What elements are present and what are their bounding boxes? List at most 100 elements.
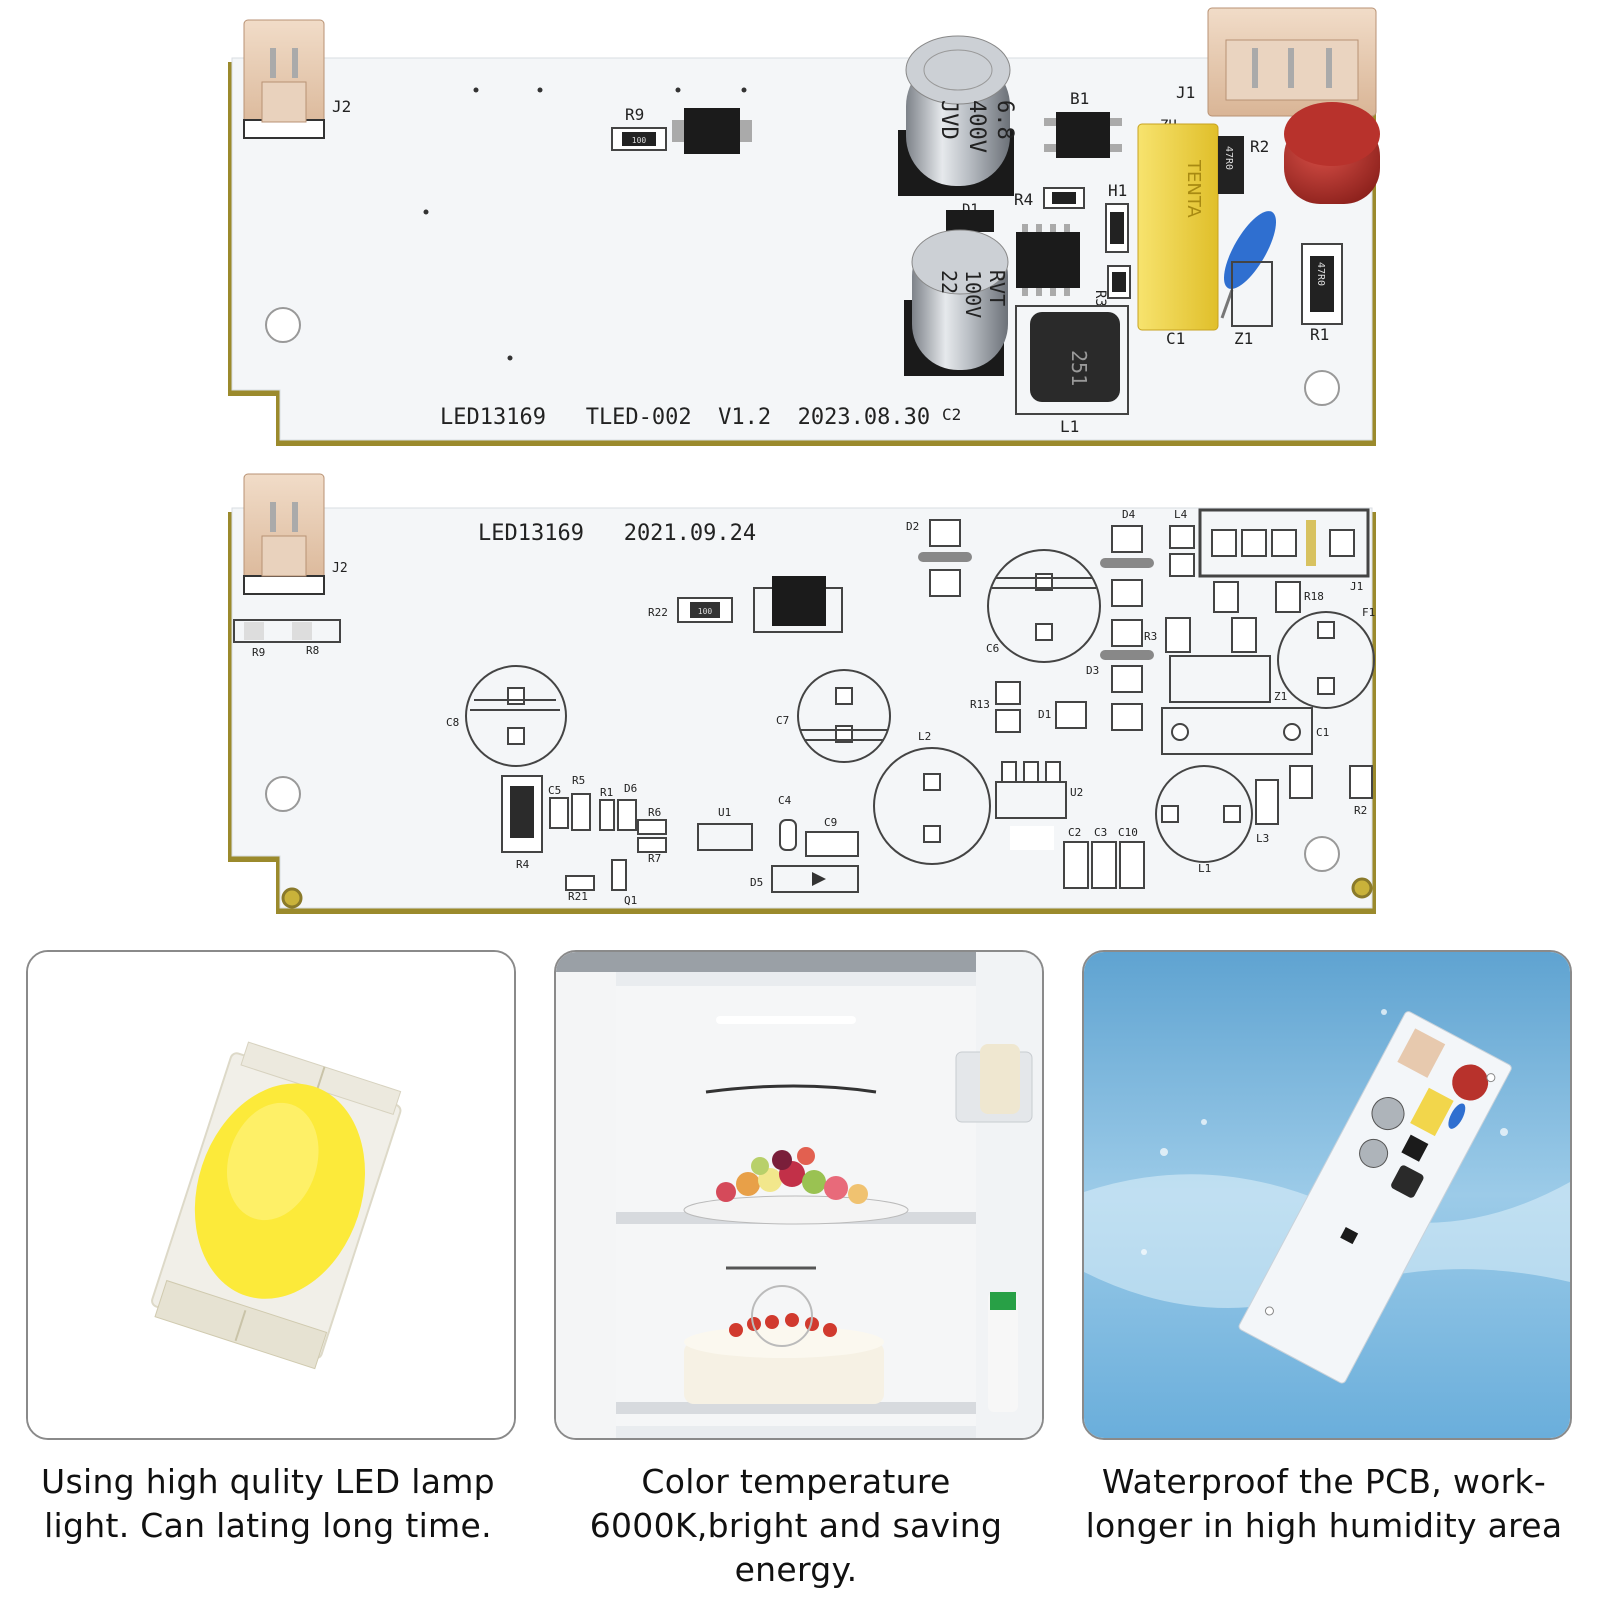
svg-text:Q1: Q1 (624, 894, 637, 907)
ref-r1: R1 (1310, 325, 1329, 344)
svg-text:C4: C4 (778, 794, 792, 807)
svg-text:R8: R8 (306, 644, 319, 657)
ref-b1: B1 (1070, 89, 1089, 108)
mounting-hole (265, 307, 301, 343)
pcb-boards: J2 R9 100 6.8 400V JVD B1 J1 (228, 7, 1380, 914)
driver-ic (1016, 232, 1080, 288)
svg-text:47R0: 47R0 (1315, 262, 1326, 286)
svg-text:U1: U1 (718, 806, 731, 819)
svg-text:R4: R4 (516, 858, 530, 871)
svg-text:C2: C2 (1068, 826, 1081, 839)
connector-j2-bottom (243, 473, 325, 595)
svg-text:D4: D4 (1122, 508, 1136, 521)
svg-text:47R0: 47R0 (1223, 146, 1234, 170)
svg-text:JVD: JVD (936, 100, 961, 140)
svg-text:C5: C5 (548, 784, 561, 797)
resistor-r4-bottom (510, 786, 534, 838)
ref-j2: J2 (332, 97, 351, 116)
resistor-r1 (1310, 256, 1334, 312)
svg-text:RVT: RVT (985, 270, 1009, 306)
svg-text:L2: L2 (918, 730, 931, 743)
led-chip-icon (28, 952, 514, 1438)
svg-text:R6: R6 (648, 806, 661, 819)
svg-text:C8: C8 (446, 716, 459, 729)
varistor-z1-footprint (1169, 655, 1271, 703)
svg-text:L4: L4 (1174, 508, 1188, 521)
ref-j1: J1 (1176, 83, 1195, 102)
connector-j1-footprint (1198, 508, 1370, 578)
fuse-red (1284, 102, 1380, 204)
svg-text:400V: 400V (964, 100, 989, 153)
inductor-footprint-l1 (1155, 765, 1253, 863)
panel-refrigerator (554, 950, 1044, 1440)
cap-footprint-c8 (465, 665, 567, 767)
top-board-print: LED13169 TLED-002 V1.2 2023.08.30 (440, 405, 930, 430)
ref-r3: R3 (1092, 290, 1108, 307)
panel-led-chip (26, 950, 516, 1440)
svg-text:R13: R13 (970, 698, 990, 711)
ic-footprint-u1 (697, 823, 753, 851)
ref-r9: R9 (625, 105, 644, 124)
waterproof-pcb-icon (1084, 952, 1570, 1438)
fuse-footprint-f1 (1277, 611, 1375, 709)
svg-text:Z1: Z1 (1274, 690, 1287, 703)
svg-text:R21: R21 (568, 890, 588, 903)
svg-text:D5: D5 (750, 876, 763, 889)
caption-led-chip: Using high qulity LED lamp light. Can la… (41, 1462, 495, 1545)
svg-text:J2: J2 (332, 561, 348, 576)
bottom-board-print: LED13169 2021.09.24 (478, 521, 756, 546)
svg-text:R1: R1 (600, 786, 613, 799)
svg-text:100V: 100V (961, 270, 985, 318)
svg-text:C6: C6 (986, 642, 999, 655)
mounting-hole (1304, 370, 1340, 406)
inductor-l1 (1030, 312, 1120, 402)
inductor-outline (1015, 305, 1129, 415)
transistor-bottom (772, 576, 826, 626)
bottom-board: J2 R9 R8 LED13169 2021.09.24 R22 100 (228, 473, 1376, 914)
caption-waterproof-pcb: Waterproof the PCB, work-longer in high … (1085, 1462, 1563, 1545)
svg-text:R22: R22 (648, 606, 668, 619)
svg-text:D2: D2 (906, 520, 919, 533)
svg-text:D3: D3 (1086, 664, 1099, 677)
svg-text:D1: D1 (1038, 708, 1051, 721)
svg-text:D6: D6 (624, 782, 637, 795)
svg-text:C9: C9 (824, 816, 837, 829)
ref-r4: R4 (1014, 190, 1033, 209)
svg-text:L3: L3 (1256, 832, 1269, 845)
mounting-hole (1304, 836, 1340, 872)
svg-text:C7: C7 (776, 714, 789, 727)
cap-footprint-c7 (797, 669, 891, 763)
x-capacitor-c1: TENTA (1137, 123, 1219, 331)
bridge-rectifier-b1 (1056, 112, 1110, 158)
svg-text:J1: J1 (1350, 580, 1363, 593)
svg-text:6.8: 6.8 (992, 100, 1017, 140)
svg-text:R5: R5 (572, 774, 585, 787)
ref-h1: H1 (1108, 181, 1127, 200)
svg-text:C10: C10 (1118, 826, 1138, 839)
connector-j1 (1207, 7, 1377, 117)
cap-footprint-c6 (987, 549, 1101, 663)
caption-refrigerator: Color temperature 6000K,bright and savin… (589, 1462, 1003, 1589)
diode-footprint-d5 (771, 865, 859, 893)
ref-z1: Z1 (1234, 329, 1253, 348)
svg-text:TENTA: TENTA (1183, 159, 1204, 218)
diode-d1 (946, 210, 994, 232)
svg-text:F1: F1 (1362, 606, 1375, 619)
svg-text:R7: R7 (648, 852, 661, 865)
ic-footprint-u2 (995, 761, 1067, 850)
ref-r2: R2 (1250, 137, 1269, 156)
refrigerator-icon (556, 952, 1042, 1438)
panel-waterproof-pcb (1082, 950, 1572, 1440)
capacitor-blue (1224, 211, 1276, 289)
svg-text:22: 22 (937, 270, 961, 294)
svg-text:R9: R9 (252, 646, 265, 659)
ref-c1: C1 (1166, 329, 1185, 348)
svg-text:C1: C1 (1316, 726, 1329, 739)
capacitor-6-8uf: 6.8 400V JVD (898, 35, 1017, 196)
svg-text:R3: R3 (1144, 630, 1157, 643)
connector-j2 (243, 19, 325, 139)
transistor-chip (684, 108, 740, 154)
svg-text:251: 251 (1067, 350, 1091, 386)
svg-text:C3: C3 (1094, 826, 1107, 839)
svg-text:U2: U2 (1070, 786, 1083, 799)
